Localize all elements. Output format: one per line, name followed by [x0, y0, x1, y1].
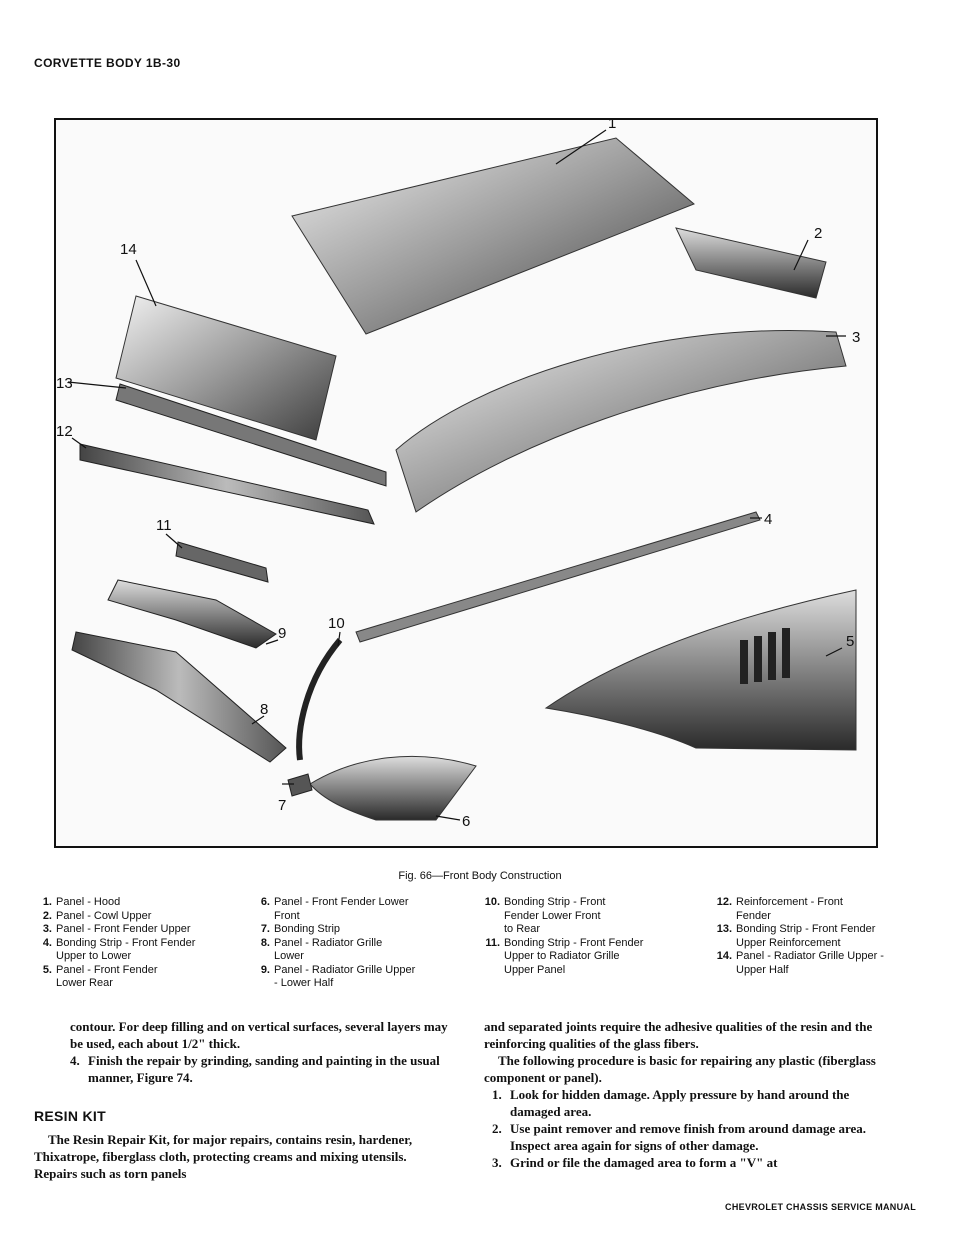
callout-5: 5 [846, 633, 854, 650]
legend-column-3: 10.Bonding Strip - Front Fender Lower Fr… [482, 896, 692, 977]
legend-item: 13.Bonding Strip - Front Fender Upper Re… [716, 923, 876, 949]
legend-item: 4.Bonding Strip - Front Fender Upper to … [42, 936, 196, 963]
radiator-grille-upper-lower-half [107, 579, 277, 649]
list-item: 4. Finish the repair by grinding, sandin… [70, 1053, 440, 1085]
legend-column-2: 6.Panel - Front Fender Lower Front 7.Bon… [252, 896, 472, 991]
exploded-view-figure: 1 2 3 4 5 6 7 8 9 10 11 12 13 14 [54, 118, 878, 848]
right-text-column: and separated joints require the adhesiv… [484, 1018, 888, 1171]
figure-legend: 1.Panel - Hood 2.Panel - Cowl Upper 3.Pa… [34, 896, 934, 989]
callout-6: 6 [462, 813, 470, 830]
paragraph: and separated joints require the adhesiv… [484, 1019, 873, 1051]
bonding-strip-small [287, 773, 313, 797]
reinforcement-front-fender [79, 443, 375, 525]
front-fender-lower-rear-panel [544, 589, 857, 751]
legend-item: 8.Panel - Radiator Grille Lower [260, 936, 383, 963]
page-footer: CHEVROLET CHASSIS SERVICE MANUAL [725, 1202, 916, 1212]
legend-item: 14.Panel - Radiator Grille Upper - Upper… [716, 950, 884, 976]
bonding-strip-grille [175, 541, 269, 583]
paragraph: The following procedure is basic for rep… [484, 1053, 876, 1085]
legend-item: 1.Panel - Hood [42, 896, 121, 908]
cowl-upper-panel [675, 227, 827, 299]
legend-item: 5.Panel - Front Fender Lower Rear [42, 963, 158, 990]
callout-4: 4 [764, 511, 772, 528]
legend-item: 2.Panel - Cowl Upper [42, 909, 152, 922]
callout-11: 11 [156, 517, 172, 534]
callout-3: 3 [852, 329, 860, 346]
section-heading: RESIN KIT [34, 1108, 106, 1124]
bonding-strip-fender [355, 511, 761, 643]
hood-panel [291, 137, 695, 335]
callout-7: 7 [278, 797, 286, 814]
list-item: 1. Look for hidden damage. Apply pressur… [492, 1087, 850, 1119]
legend-item: 10.Bonding Strip - Front Fender Lower Fr… [484, 896, 606, 935]
page-header: CORVETTE BODY 1B-30 [34, 56, 181, 70]
fender-vents [740, 628, 790, 684]
list-item: 3. Grind or file the damaged area to for… [492, 1155, 778, 1170]
front-fender-lower-front-panel [309, 755, 477, 821]
front-fender-upper-panel [395, 329, 847, 513]
legend-item: 9.Panel - Radiator Grille Upper - Lower … [260, 963, 416, 990]
radiator-grille-upper-upper-half [115, 295, 337, 441]
callout-12: 12 [56, 423, 73, 440]
figure-caption: Fig. 66—Front Body Construction [398, 870, 562, 882]
radiator-grille-lower-panel [71, 631, 287, 763]
legend-item: 3.Panel - Front Fender Upper [42, 923, 191, 935]
list-item: 2. Use paint remover and remove finish f… [492, 1121, 867, 1153]
legend-item: 6.Panel - Front Fender Lower Front [260, 896, 409, 922]
paragraph: contour. For deep filling and on vertica… [70, 1019, 448, 1051]
bonding-strip-reinforcement [115, 383, 387, 487]
paragraph: The Resin Repair Kit, for major repairs,… [34, 1132, 413, 1181]
callout-14: 14 [120, 241, 137, 258]
callout-leaders [67, 129, 846, 821]
callout-10: 10 [328, 615, 345, 632]
callout-13: 13 [56, 375, 73, 392]
callout-1: 1 [608, 120, 616, 132]
callout-9: 9 [278, 625, 286, 642]
legend-item: 12.Reinforcement - Front Fender [716, 896, 843, 922]
legend-item: 11.Bonding Strip - Front Fender Upper to… [485, 936, 644, 976]
legend-column-1: 1.Panel - Hood 2.Panel - Cowl Upper 3.Pa… [34, 896, 244, 991]
callout-2: 2 [814, 225, 822, 242]
legend-column-4: 12.Reinforcement - Front Fender 13.Bondi… [714, 896, 934, 977]
front-body-illustration: 1 2 3 4 5 6 7 8 9 10 11 12 13 14 [56, 120, 860, 830]
callout-8: 8 [260, 701, 268, 718]
bonding-strip-arc [296, 638, 343, 761]
legend-item: 7.Bonding Strip [260, 923, 341, 935]
left-text-column: contour. For deep filling and on vertica… [34, 1018, 448, 1182]
